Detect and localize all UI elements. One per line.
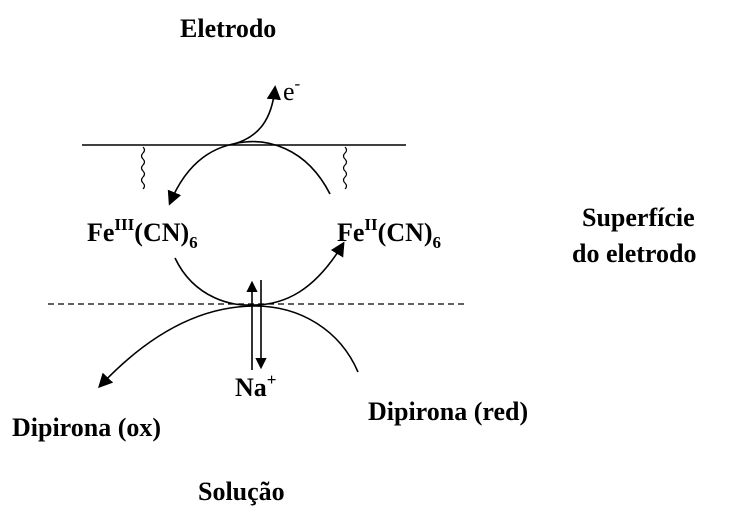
dipirona-red-label: Dipirona (red) [368,397,528,426]
dipirona-ox-label: Dipirona (ox) [12,413,161,442]
tether-left [140,146,146,190]
surface-label-line1: Superfície [582,203,695,232]
fe3-complex-label: FeIII(CN)6 [87,215,198,252]
electron-arrow [229,85,282,146]
surface-label-line2: do eletrodo [572,239,696,268]
electron-label: e- [283,74,301,106]
sodium-label: Na+ [235,370,276,402]
dipirona-oxidation-arc [98,305,359,389]
oxidation-arc [167,140,331,206]
solution-title: Solução [198,477,285,506]
fe2-complex-label: FeII(CN)6 [337,215,441,252]
reduction-arc [174,241,345,306]
tether-right [342,146,348,190]
electrode-title: Eletrodo [180,14,276,43]
